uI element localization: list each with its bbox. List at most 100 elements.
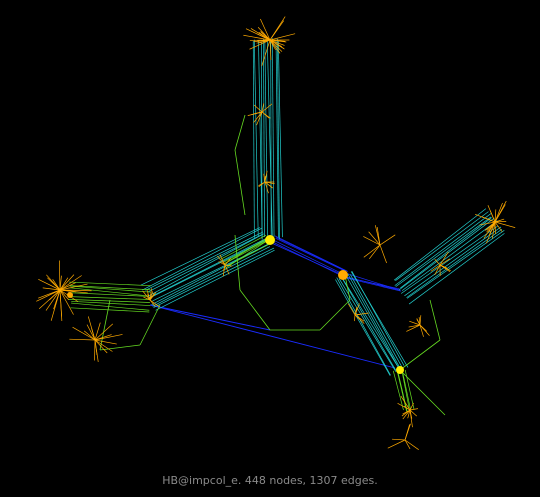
- graph-edge: [59, 289, 74, 292]
- graph-edge: [404, 439, 411, 450]
- graph-edge: [261, 103, 273, 113]
- graph-edge: [494, 221, 503, 232]
- graph-edge: [252, 41, 255, 238]
- graph-edge: [276, 237, 346, 272]
- graph-edge: [243, 34, 271, 41]
- graph-edge: [143, 296, 151, 301]
- graph-edge: [494, 209, 497, 223]
- graph-edge: [347, 273, 402, 370]
- graph-edge: [489, 221, 496, 236]
- graph-edge: [49, 289, 61, 301]
- graph-edge: [277, 38, 280, 240]
- graph-edge: [273, 242, 343, 277]
- graph-edge: [258, 32, 271, 41]
- graph-edge: [409, 402, 414, 411]
- graph-edge: [234, 234, 241, 291]
- graph-edge: [264, 181, 273, 188]
- graph-edge: [482, 216, 496, 223]
- graph-edge: [42, 287, 61, 291]
- graph-edge: [234, 149, 246, 216]
- graph-edge: [490, 210, 496, 223]
- graph-edge: [146, 290, 151, 301]
- graph-edge: [59, 274, 75, 291]
- graph-edge: [338, 278, 397, 372]
- graph-edge: [140, 227, 260, 286]
- graph-edge: [398, 217, 495, 291]
- graph-edge: [319, 299, 351, 331]
- graph-edge: [363, 244, 381, 258]
- graph-edge: [261, 103, 265, 113]
- graph-edge: [257, 27, 271, 41]
- graph-edge: [379, 244, 387, 264]
- graph-edge: [261, 41, 263, 240]
- graph-edge: [379, 234, 396, 246]
- graph-edge: [494, 221, 516, 228]
- graph-edge: [439, 264, 448, 269]
- graph-edge: [155, 249, 275, 311]
- graph-edge: [419, 324, 424, 337]
- graph-edge: [148, 237, 267, 299]
- graph-edge: [269, 33, 296, 41]
- graph-edge: [354, 314, 365, 324]
- graph-edge: [225, 240, 268, 269]
- graph-edge: [145, 231, 264, 291]
- graph-edge: [226, 243, 272, 267]
- graph-edge: [439, 258, 450, 266]
- graph-edge: [94, 334, 123, 341]
- graph-edge: [494, 204, 506, 223]
- graph-edge: [340, 275, 397, 371]
- graph-edge: [148, 233, 264, 297]
- graph-edge: [343, 276, 400, 290]
- graph-edge: [94, 339, 113, 352]
- graph-edge: [369, 244, 381, 260]
- graph-edge: [401, 370, 410, 410]
- graph-edge: [430, 264, 441, 272]
- graph-edge: [494, 202, 503, 223]
- graph-edge: [419, 324, 428, 332]
- graph-edge: [341, 276, 400, 370]
- graph-edge: [223, 239, 268, 263]
- graph-edge: [395, 211, 489, 281]
- graph-edge: [399, 339, 441, 371]
- graph-edge: [149, 304, 396, 369]
- graph-edge: [72, 326, 96, 341]
- graph-edge: [269, 39, 286, 42]
- graph-edge: [258, 181, 266, 188]
- graph-edge: [269, 39, 283, 52]
- graph-edge: [400, 225, 499, 294]
- graph-edge: [69, 338, 96, 341]
- graph-edge: [261, 39, 271, 66]
- graph-edge: [91, 328, 96, 341]
- graph-edge: [36, 289, 61, 302]
- graph-edge: [274, 235, 349, 272]
- graph-edge: [50, 289, 61, 321]
- graph-edge: [219, 254, 226, 266]
- graph-edge: [409, 409, 417, 417]
- graph-edge: [350, 274, 404, 370]
- graph-edge: [271, 38, 275, 237]
- graph-edge: [94, 339, 98, 356]
- graph-edge: [402, 409, 411, 420]
- graph-edge: [68, 299, 150, 303]
- graph-edge: [401, 369, 411, 410]
- graph-edge: [59, 277, 69, 291]
- graph-edge: [147, 233, 264, 293]
- graph-edge: [363, 236, 381, 246]
- graph-edge: [336, 277, 391, 376]
- graph-edge: [247, 111, 263, 116]
- graph-edge: [217, 255, 226, 266]
- graph-edge: [392, 438, 406, 441]
- graph-edge: [335, 279, 391, 376]
- graph-node: [265, 235, 275, 245]
- graph-edge: [404, 424, 410, 441]
- graph-edge: [494, 218, 505, 223]
- graph-edge: [406, 324, 421, 332]
- graph-edge: [275, 40, 279, 238]
- graph-edge: [45, 289, 61, 311]
- graph-edge: [149, 299, 161, 308]
- graph-edge: [149, 293, 155, 301]
- graph-edge: [409, 409, 413, 419]
- graph-edge: [402, 409, 411, 415]
- graph-edge: [263, 173, 266, 183]
